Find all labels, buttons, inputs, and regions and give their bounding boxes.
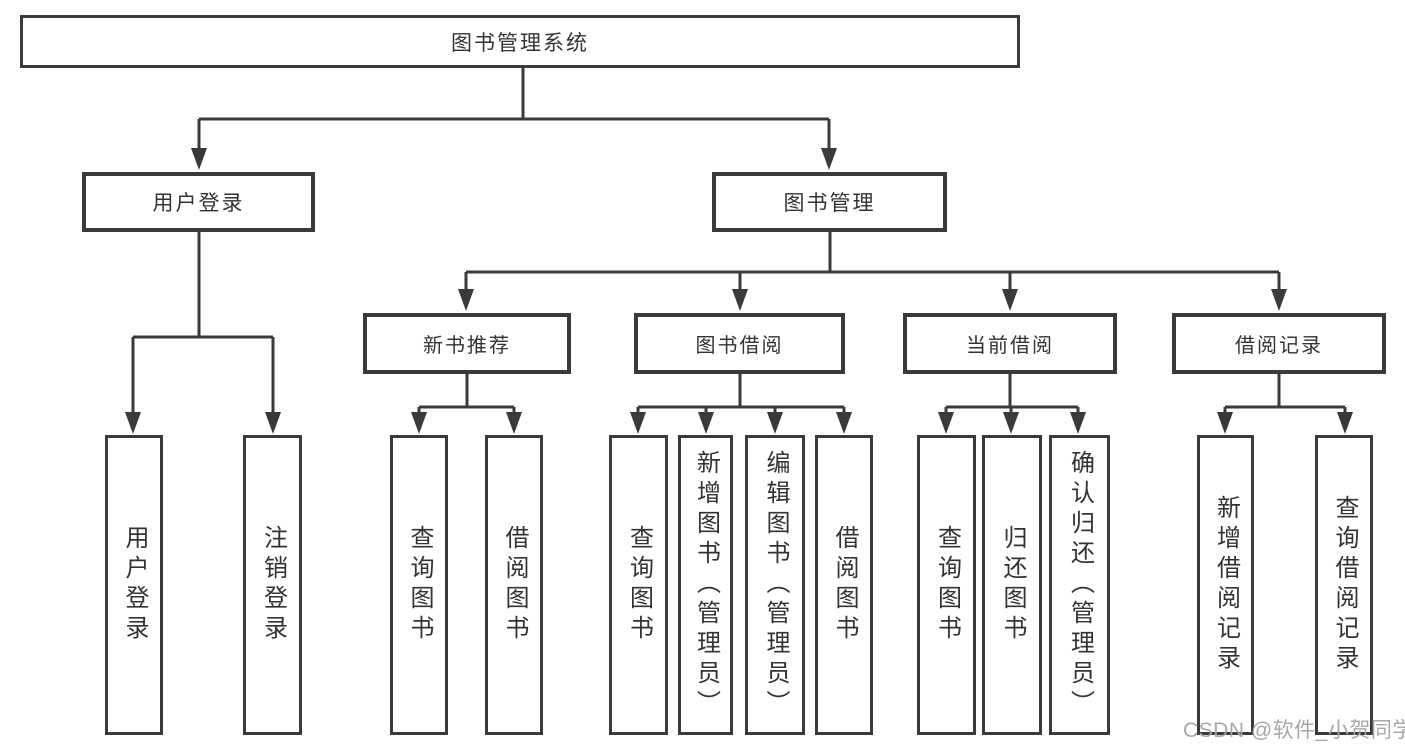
node-book-borrowing: 图书借阅	[634, 313, 845, 374]
leaf-edit-books-admin: 编辑图书（管理员）	[745, 435, 805, 735]
leaf-add-borrow-record: 新增借阅记录	[1197, 435, 1254, 735]
node-current-borrowing: 当前借阅	[903, 313, 1117, 374]
node-borrowing-records: 借阅记录	[1172, 313, 1386, 374]
node-new-book-recommendation: 新书推荐	[363, 313, 571, 374]
csdn-watermark: CSDN @软件_小贺同学	[1183, 719, 1405, 742]
leaf-borrow-books: 借阅图书	[815, 435, 873, 735]
leaf-borrow-books-recommend: 借阅图书	[485, 435, 543, 735]
leaf-logout: 注销登录	[243, 435, 302, 735]
leaf-query-books-borrowing: 查询图书	[609, 435, 668, 735]
leaf-query-books-recommend: 查询图书	[390, 435, 448, 735]
leaf-query-borrow-record: 查询借阅记录	[1315, 435, 1373, 735]
node-book-management-system: 图书管理系统	[20, 15, 1020, 68]
leaf-add-books-admin: 新增图书（管理员）	[678, 435, 733, 735]
leaf-confirm-return-admin: 确认归还（管理员）	[1049, 435, 1110, 735]
leaf-return-books: 归还图书	[982, 435, 1042, 735]
node-book-management-branch: 图书管理	[712, 172, 947, 232]
node-user-login-branch: 用户登录	[82, 172, 315, 232]
leaf-user-login: 用户登录	[105, 435, 163, 735]
leaf-query-books-current: 查询图书	[917, 435, 976, 735]
